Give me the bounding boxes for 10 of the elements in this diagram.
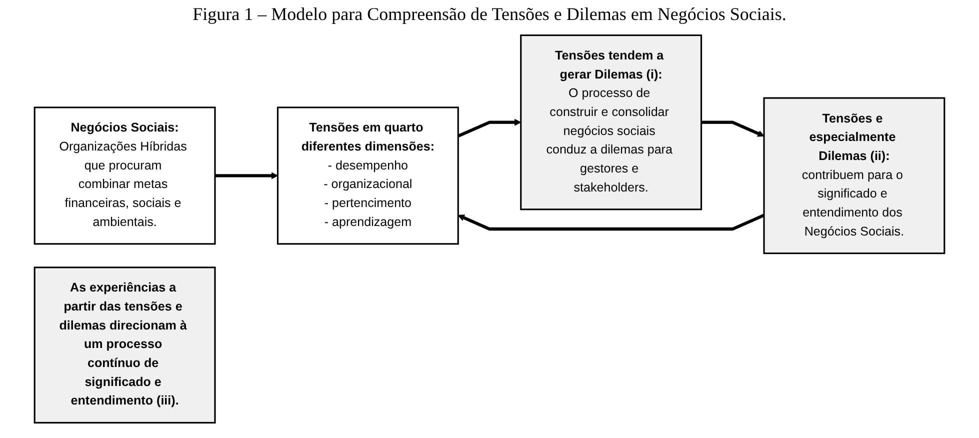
arrow [458, 214, 765, 231]
arrow [215, 172, 278, 180]
node-box: Negócios Sociais: Organizações Híbridas que procuram combinar metas financeiras, sociais e ambientais. [34, 106, 216, 245]
node-box: As experiências a partir das tensões e dilemas direcionam à um processo contínuo de significado e entendimento (iii). [34, 266, 216, 424]
node-box: Tensões tendem a gerar Dilemas (i): O processo de construir e consolidar negócios sociais conduz a dilemas para gestores e stakeholders. [520, 34, 702, 210]
figure-title: Figura 1 – Modelo para Compreensão de Tensões e Dilemas em Negócios Sociais. [192, 4, 788, 25]
arrow [701, 120, 764, 137]
node-box: Tensões e especialmente Dilemas (ii): contribuem para o significado e entendimento dos Negócios Sociais. [763, 97, 946, 254]
node-box: Tensões em quarto diferentes dimensões: - desempenho - organizacional - pertencimento - aprendizagem [276, 106, 459, 245]
arrow [458, 118, 522, 138]
